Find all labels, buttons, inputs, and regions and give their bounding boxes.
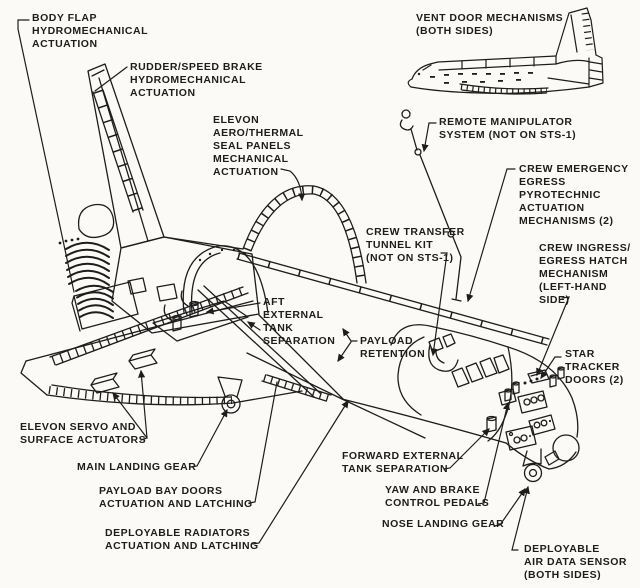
nose-landing-gear-wheel (522, 448, 560, 483)
elevon-actuator-box (128, 348, 158, 370)
leader-main-gear (190, 408, 228, 468)
label-main-landing-gear: MAIN LANDING GEAR (77, 461, 197, 473)
label-crew-transfer: CREW TRANSFER TUNNEL KIT (NOT ON STS-1) (366, 226, 465, 264)
label-elevon-servo: ELEVON SERVO AND SURFACE ACTUATORS (20, 421, 147, 446)
starboard-wing (246, 352, 507, 444)
leader-aft-et-1 (205, 302, 261, 315)
elevon-actuator-box (90, 372, 120, 394)
fwd-et-umbilical (486, 416, 497, 433)
label-crew-emergency: CREW EMERGENCY EGRESS PYROTECHNIC ACTUAT… (519, 163, 629, 227)
leader-lines (17, 19, 570, 551)
payload-bay-sills (163, 236, 550, 400)
leader-rms (421, 122, 437, 153)
leader-aft-et-2 (247, 321, 261, 331)
label-elevon-seal-panels: ELEVON AERO/THERMAL SEAL PANELS MECHANIC… (213, 114, 304, 178)
leader-elevon-servo-2 (138, 369, 148, 439)
label-yaw-brake: YAW AND BRAKE CONTROL PEDALS (385, 484, 490, 509)
label-crew-ingress: CREW INGRESS/ EGRESS HATCH MECHANISM (LE… (539, 242, 631, 306)
main-engine-nozzles (58, 237, 114, 319)
payload-bay-door-hoop (242, 185, 367, 284)
vent-door-marks (430, 72, 533, 84)
main-landing-gear-wheel (217, 376, 243, 414)
body-flap (73, 281, 139, 330)
label-remote-manipulator: REMOTE MANIPULATOR SYSTEM (NOT ON STS-1) (439, 116, 577, 141)
orbiter-main-view (20, 63, 580, 483)
leader-deployable-radiators (252, 399, 349, 545)
oms-pod (77, 203, 115, 239)
leader-nose-gear (493, 488, 526, 527)
air-data-sensor-probe (544, 450, 560, 466)
label-payload-retention: PAYLOAD RETENTION (360, 335, 426, 360)
leader-fwd-et (443, 428, 490, 470)
leader-crew-emergency (466, 168, 516, 303)
leader-yaw-brake (477, 401, 510, 505)
orbiter-side-view (407, 7, 604, 95)
label-nose-landing-gear: NOSE LANDING GEAR (382, 518, 505, 530)
port-wing (20, 285, 303, 406)
rms-arm (399, 109, 462, 302)
leader-rudder (94, 66, 128, 92)
label-rudder-speed-brake: RUDDER/SPEED BRAKE HYDROMECHANICAL ACTUA… (130, 61, 263, 99)
label-forward-et-separation: FORWARD EXTERNAL TANK SEPARATION (342, 450, 464, 475)
leader-payload-retention-1 (342, 328, 358, 342)
leader-payload-bay-doors (248, 381, 278, 504)
leader-air-data (511, 485, 530, 551)
leader-star-tracker (540, 356, 562, 379)
label-star-tracker: STAR TRACKER DOORS (2) (565, 348, 624, 386)
leader-payload-retention-2 (337, 341, 352, 362)
label-vent-door: VENT DOOR MECHANISMS (BOTH SIDES) (416, 12, 564, 37)
leader-crew-ingress (536, 296, 570, 377)
label-aft-et-separation: AFT EXTERNAL TANK SEPARATION (263, 296, 336, 347)
crew-cabin-nose (390, 324, 580, 470)
leader-elevon-seal (280, 168, 306, 202)
label-payload-bay-doors: PAYLOAD BAY DOORS ACTUATION AND LATCHING (99, 485, 253, 510)
leader-crew-transfer (430, 252, 448, 357)
leader-body-flap (17, 19, 75, 293)
label-body-flap: BODY FLAP HYDROMECHANICAL ACTUATION (32, 12, 148, 50)
label-deployable-radiators: DEPLOYABLE RADIATORS ACTUATION AND LATCH… (105, 527, 259, 552)
label-air-data-sensor: DEPLOYABLE AIR DATA SENSOR (BOTH SIDES) (524, 543, 627, 581)
